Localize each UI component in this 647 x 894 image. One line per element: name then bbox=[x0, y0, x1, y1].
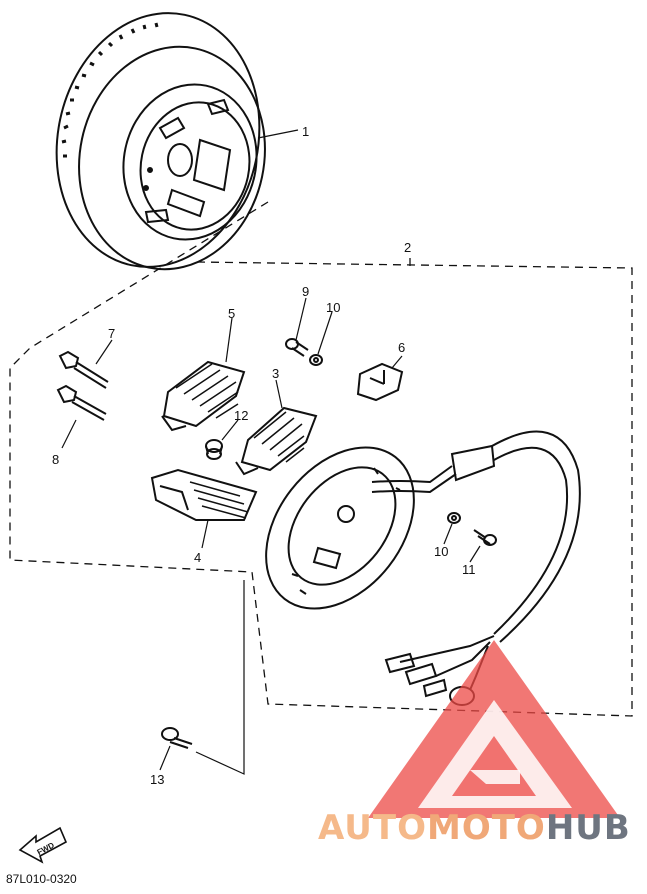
callout-3: 3 bbox=[272, 366, 279, 381]
watermark-wordmark: AUTOMOTOHUB bbox=[318, 808, 631, 848]
screw-11 bbox=[473, 529, 497, 546]
callout-7: 7 bbox=[108, 326, 115, 341]
wire-clamp bbox=[356, 362, 404, 402]
callout-labels: 1 2 3 4 5 6 7 8 9 10 10 11 12 13 bbox=[52, 124, 476, 787]
coil-upper bbox=[161, 360, 246, 432]
forward-direction-arrow: FWD bbox=[18, 826, 68, 864]
callout-12: 12 bbox=[234, 408, 248, 423]
washer-10-lower bbox=[447, 512, 461, 524]
wiring-harness bbox=[371, 430, 581, 706]
coil-lower bbox=[150, 468, 258, 521]
watermark-triangle-logo bbox=[368, 640, 620, 818]
callout-5: 5 bbox=[228, 306, 235, 321]
flywheel-rotor bbox=[55, 12, 266, 271]
spacer-collar bbox=[205, 439, 223, 460]
watermark-moto: MOTO bbox=[426, 808, 546, 848]
callout-9: 9 bbox=[302, 284, 309, 299]
washer-10-upper bbox=[309, 354, 323, 366]
leader-lines bbox=[61, 129, 481, 775]
callout-4: 4 bbox=[194, 550, 201, 565]
callout-13: 13 bbox=[150, 772, 164, 787]
callout-11: 11 bbox=[462, 562, 476, 577]
bolt-7 bbox=[58, 350, 109, 389]
callout-8: 8 bbox=[52, 452, 59, 467]
screw-9 bbox=[285, 338, 309, 357]
callout-6: 6 bbox=[398, 340, 405, 355]
callout-10-lower: 10 bbox=[434, 544, 448, 559]
stator-base-plate bbox=[265, 446, 415, 610]
coil-middle bbox=[235, 406, 318, 476]
watermark-hub: HUB bbox=[545, 808, 631, 848]
watermark-auto: AUTO bbox=[318, 808, 427, 848]
callout-1: 1 bbox=[302, 124, 309, 139]
screw-13 bbox=[161, 727, 193, 749]
bolt-8 bbox=[56, 384, 107, 421]
callout-10-upper: 10 bbox=[326, 300, 340, 315]
callout-2: 2 bbox=[404, 240, 411, 255]
assembly-outline bbox=[9, 201, 633, 717]
drawing-code: 87L010-0320 bbox=[6, 872, 77, 886]
